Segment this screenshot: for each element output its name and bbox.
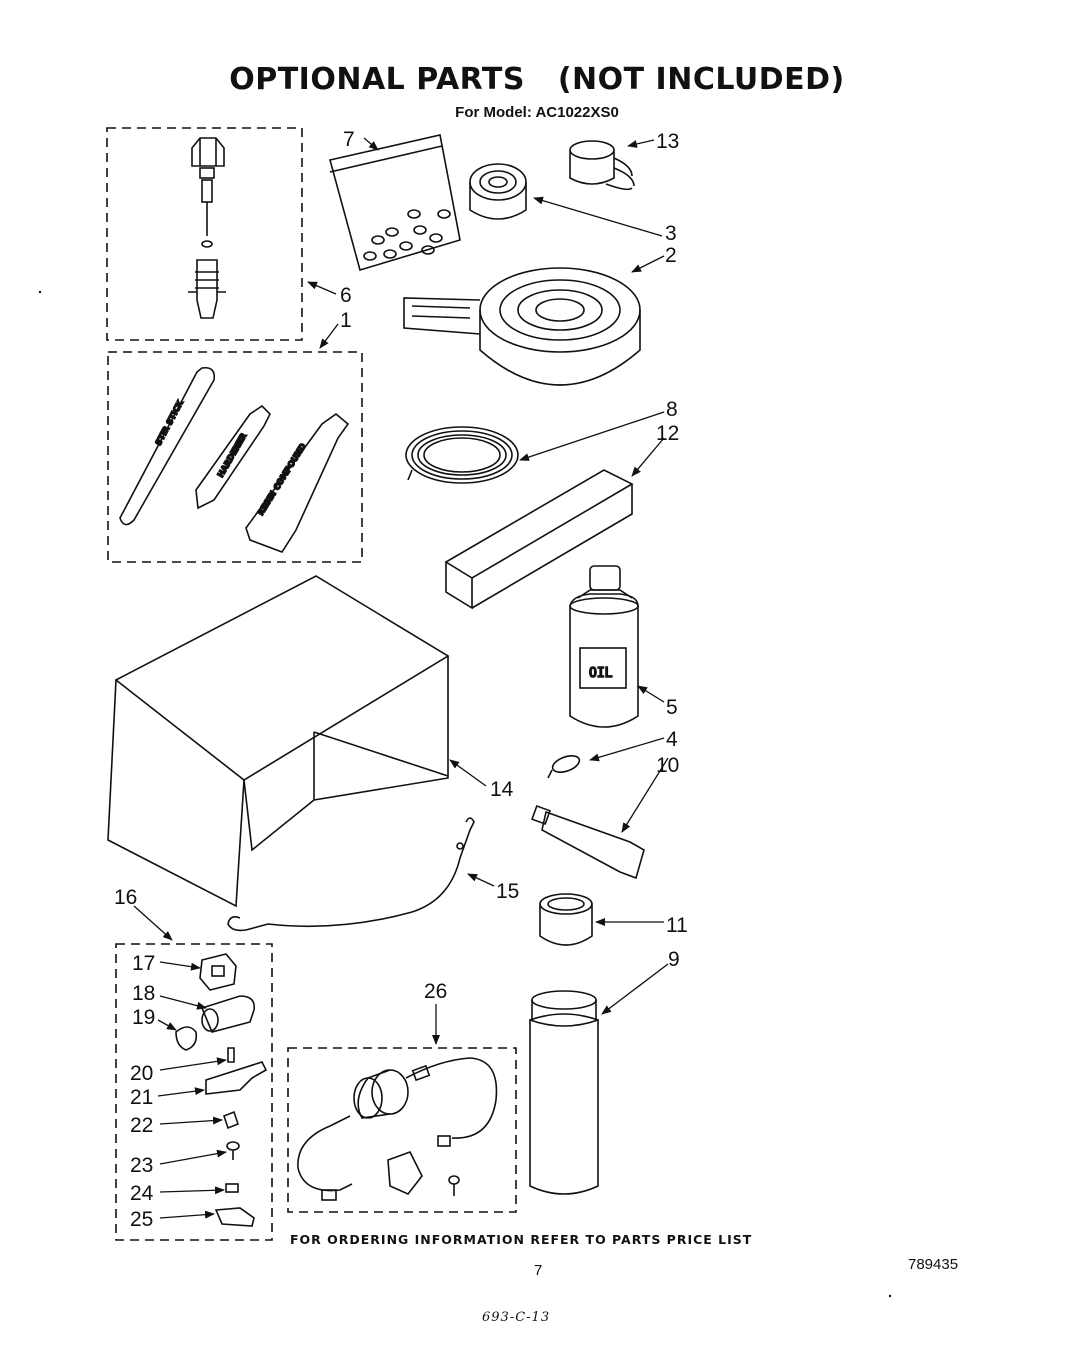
kit-16-box — [115, 943, 273, 1241]
callout-15: 15 — [496, 880, 519, 903]
foam-strip-drawing — [444, 469, 634, 610]
tube-drawing — [531, 805, 645, 880]
callout-26: 26 — [424, 980, 447, 1003]
resin-compound-label: RESIN COMPOUND — [256, 442, 308, 517]
unit-cover-drawing — [107, 575, 450, 908]
epoxy-kit-box — [107, 351, 363, 563]
callout-22: 22 — [130, 1114, 153, 1137]
oil-bottle-drawing — [569, 565, 639, 728]
callout-2: 2 — [665, 244, 677, 267]
callout-9: 9 — [668, 948, 680, 971]
callout-1: 1 — [340, 309, 352, 332]
model-subtitle: For Model: AC1022XS0 — [455, 104, 619, 121]
kit-26-box — [287, 1047, 517, 1213]
epoxy-kit-drawing — [119, 366, 350, 553]
document-number: 789435 — [908, 1256, 959, 1273]
callout-16: 16 — [114, 886, 137, 909]
callout-20: 20 — [130, 1062, 153, 1085]
plug-drawing — [547, 755, 581, 779]
small-can-drawing — [539, 893, 593, 946]
page-title: OPTIONAL PARTS (NOT INCLUDED) — [229, 62, 845, 97]
page-number: 7 — [534, 1262, 543, 1279]
strap-drawing — [227, 817, 475, 932]
large-tape-roll-drawing — [403, 267, 641, 386]
foam-tape-drawing — [569, 140, 635, 191]
callout-7: 7 — [343, 128, 355, 151]
callout-25: 25 — [130, 1208, 153, 1231]
callout-21: 21 — [130, 1086, 153, 1109]
hardware-bag-drawing — [329, 134, 461, 272]
callout-19: 19 — [132, 1006, 155, 1029]
scan-specks — [38, 290, 892, 1298]
callout-13: 13 — [656, 130, 679, 153]
callout-17: 17 — [132, 952, 155, 975]
kit-16-drawing — [175, 953, 268, 1227]
kit-26-drawing — [297, 1057, 498, 1201]
callout-23: 23 — [130, 1154, 153, 1177]
handwritten-code: 693-C-13 — [482, 1310, 551, 1325]
callout-4: 4 — [666, 728, 678, 751]
callout-6: 6 — [340, 284, 352, 307]
callout-18: 18 — [132, 982, 155, 1005]
callout-12: 12 — [656, 422, 679, 445]
callout-11: 11 — [666, 914, 688, 937]
callout-numbers: 7 13 3 2 6 1 8 12 5 4 10 14 15 11 9 16 1… — [114, 128, 688, 1231]
small-tape-roll-drawing — [469, 163, 527, 220]
callout-10: 10 — [656, 754, 679, 777]
callout-3: 3 — [665, 222, 677, 245]
callout-24: 24 — [130, 1182, 154, 1205]
oil-label: OIL — [589, 666, 613, 681]
valve-kit-drawing — [188, 137, 226, 319]
leader-lines — [133, 137, 669, 1219]
wire-coil-drawing — [405, 426, 519, 484]
callout-8: 8 — [666, 398, 678, 421]
spray-can-drawing — [529, 990, 599, 1195]
callout-5: 5 — [666, 696, 678, 719]
valve-kit-box — [106, 127, 303, 341]
ordering-info-footer: FOR ORDERING INFORMATION REFER TO PARTS … — [290, 1232, 753, 1247]
callout-14: 14 — [490, 778, 514, 801]
